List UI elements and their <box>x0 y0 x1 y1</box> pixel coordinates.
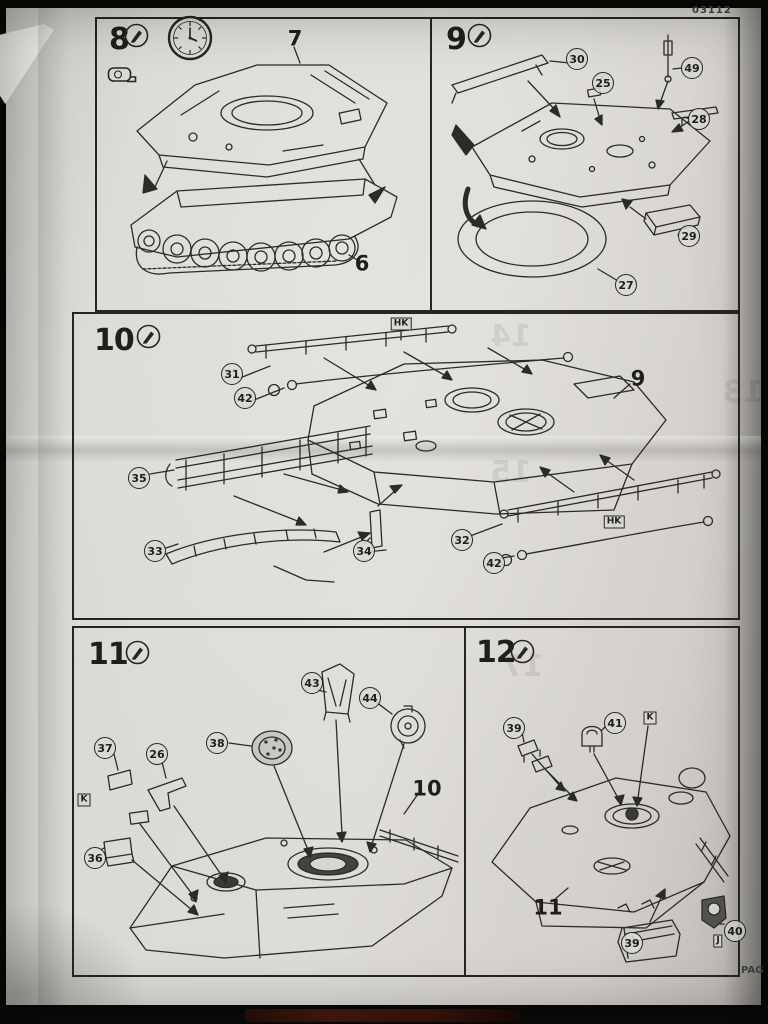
decal-box: J <box>713 934 723 948</box>
callout-part-42b: 42 <box>483 552 505 574</box>
glue-pen-icon <box>125 640 150 665</box>
callout-part-35: 35 <box>128 467 150 489</box>
assembly-ref-11: 11 <box>533 895 563 920</box>
step-number: 8 <box>109 22 130 57</box>
assembly-ref-9: 9 <box>630 366 646 391</box>
callout-part-40: 40 <box>724 920 746 942</box>
step-8-diagram <box>130 46 398 275</box>
callout-part-39b: 39 <box>621 932 643 954</box>
step-10-panel: 10 9 31 42 35 33 34 32 42 HK HK <box>72 312 740 620</box>
glue-pen-icon <box>510 639 535 664</box>
horizontal-fold-crease <box>6 436 761 462</box>
callout-part-39: 39 <box>503 717 525 739</box>
callout-part-27: 27 <box>615 274 637 296</box>
tape-icon <box>107 65 137 85</box>
step-11-panel: 11 10 43 44 37 26 38 36 K <box>72 626 466 977</box>
callout-part-32: 32 <box>451 529 473 551</box>
kit-number: 03112 <box>692 5 732 16</box>
callout-part-30: 30 <box>566 48 588 70</box>
callout-part-37: 37 <box>94 737 116 759</box>
part-ref-upper-hull: 7 <box>287 26 303 51</box>
callout-part-43: 43 <box>301 672 323 694</box>
callout-part-41: 41 <box>604 712 626 734</box>
step-number: 12 <box>476 635 517 670</box>
decal-box: K <box>643 711 657 725</box>
callout-part-28: 28 <box>688 108 710 130</box>
decal-box: HK <box>603 515 625 529</box>
corner-shadow <box>6 900 146 1005</box>
part-ref-lower-hull: 6 <box>354 251 370 276</box>
decal-box: HK <box>390 317 412 331</box>
callout-part-31: 31 <box>221 363 243 385</box>
step-10-diagram <box>149 324 721 583</box>
step-12-panel: 12 11 39 41 39 40 K J <box>464 626 746 977</box>
callout-part-36: 36 <box>84 847 106 869</box>
callout-part-33: 33 <box>144 540 166 562</box>
table-edge <box>245 1009 520 1022</box>
step-12-diagram <box>491 725 731 963</box>
callout-part-26: 26 <box>146 743 168 765</box>
clock-icon <box>167 15 213 61</box>
step-number: 11 <box>88 637 129 672</box>
callout-part-44: 44 <box>359 687 381 709</box>
callout-part-38: 38 <box>206 732 228 754</box>
glue-pen-icon <box>136 324 161 349</box>
step-11-diagram <box>100 663 459 959</box>
callout-part-42: 42 <box>234 387 256 409</box>
glue-pen-icon <box>124 23 149 48</box>
callout-part-25: 25 <box>592 72 614 94</box>
step-9-panel: 9 30 25 49 28 29 27 <box>430 17 740 312</box>
glue-pen-icon <box>467 23 492 48</box>
vertical-fold-crease <box>38 8 68 1005</box>
callout-part-34: 34 <box>353 540 375 562</box>
instruction-paper <box>6 8 761 1005</box>
decal-box: K <box>77 793 91 807</box>
step-number: 9 <box>446 22 467 57</box>
page-label: PAG <box>741 965 764 976</box>
callout-part-49: 49 <box>681 57 703 79</box>
step-8-panel: 8 7 6 <box>95 15 432 312</box>
assembly-ref-10: 10 <box>412 776 442 801</box>
step-number: 10 <box>94 323 135 358</box>
callout-part-29: 29 <box>678 225 700 247</box>
